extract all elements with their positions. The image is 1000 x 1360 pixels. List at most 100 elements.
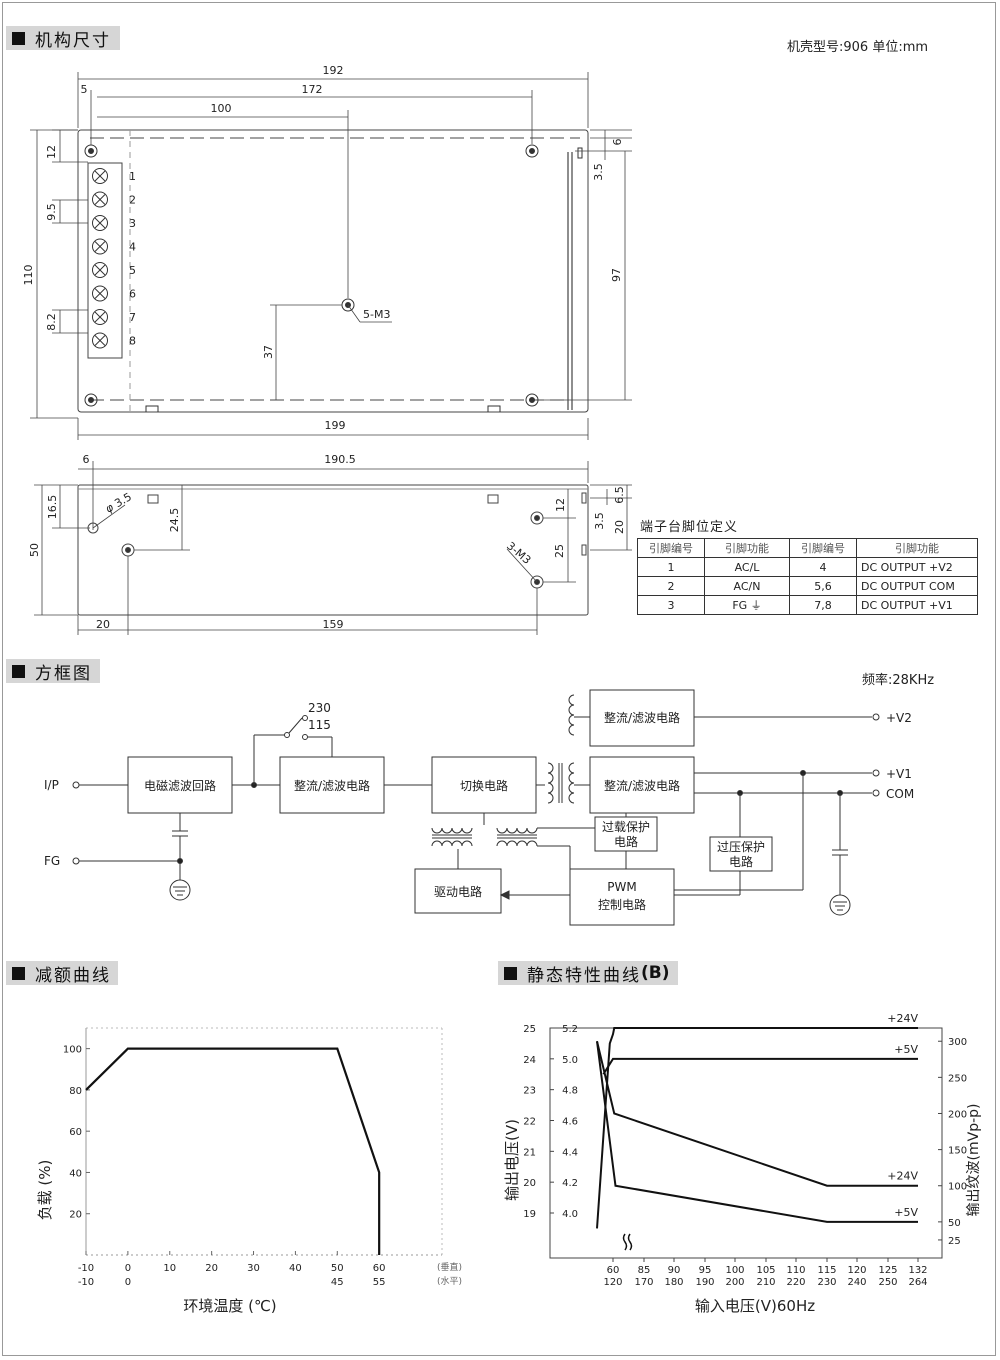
x-tick-label-bottom: 180 xyxy=(664,1277,683,1288)
terminal-slot xyxy=(94,264,106,276)
dim-5: 5 xyxy=(81,83,88,96)
output-com-label: COM xyxy=(886,787,914,801)
dim-diameter: φ 3.5 xyxy=(103,490,134,515)
pin-number-label: 6 xyxy=(129,288,136,301)
ovp-label-2: 电路 xyxy=(729,854,753,869)
ovp-box xyxy=(709,836,773,872)
input-terminal xyxy=(72,781,80,789)
y-tick-label-right: 25 xyxy=(948,1236,961,1247)
vert-tag: (垂直) xyxy=(437,1261,462,1273)
table-cell: 1 xyxy=(637,557,705,577)
x-tick-label: 120 xyxy=(847,1265,866,1276)
terminal-screw-icon xyxy=(92,191,108,208)
y-tick-label-right: 200 xyxy=(948,1109,967,1120)
table-cell: AC/L xyxy=(704,557,790,577)
x-tick-label-horizontal: 45 xyxy=(331,1277,344,1288)
y-tick-label-right: 50 xyxy=(948,1218,961,1229)
pin-number-label: 2 xyxy=(129,194,136,207)
terminal-block xyxy=(87,162,123,359)
x-tick-label-bottom: 220 xyxy=(786,1277,805,1288)
x-tick-label-horizontal: 55 xyxy=(373,1277,386,1288)
x-tick-label: 20 xyxy=(205,1263,218,1274)
fg-label: FG xyxy=(44,854,60,868)
y-tick-label-24v: 23 xyxy=(523,1086,536,1097)
table-header-row: 引脚编号 引脚功能 引脚编号 引脚功能 xyxy=(637,538,978,558)
y-tick-label-right: 300 xyxy=(948,1037,967,1048)
x-tick-label: 105 xyxy=(756,1265,775,1276)
x-tick-label: 10 xyxy=(163,1263,176,1274)
static-chart: 6012085170901809519010020010521011022011… xyxy=(503,1012,982,1315)
section-header-mechanical: 机构尺寸 xyxy=(6,26,120,51)
section-header-derating: 减额曲线 xyxy=(6,961,118,986)
table-cell: 5,6 xyxy=(789,576,857,596)
dim-192: 192 xyxy=(323,64,344,77)
axis-break-icon xyxy=(622,1233,633,1251)
freq-note: 频率:28KHz xyxy=(862,673,935,688)
y-tick-label-5v: 4.8 xyxy=(562,1086,578,1097)
output-v1-label: +V1 xyxy=(886,767,912,781)
pin-number-label: 5 xyxy=(129,264,136,277)
y-tick-label: 20 xyxy=(69,1210,82,1221)
y-tick-label-right: 250 xyxy=(948,1073,967,1084)
dim-8-2: 8.2 xyxy=(45,313,58,331)
pin-number-label: 3 xyxy=(129,217,136,230)
header-cell: 引脚功能 xyxy=(856,538,978,558)
y-tick-label-right: 150 xyxy=(948,1146,967,1157)
terminal-slot xyxy=(94,170,106,182)
derating-ylabel: 负载 (%) xyxy=(36,1160,54,1221)
y-tick-label: 80 xyxy=(69,1086,82,1097)
dim-16-5: 16.5 xyxy=(46,495,59,520)
fg-terminal xyxy=(72,857,80,865)
section-header-static: 静态特性曲线(B) xyxy=(498,961,678,986)
table-cell: 3 xyxy=(637,595,705,615)
drive-label: 驱动电路 xyxy=(434,884,482,899)
header-cell: 引脚编号 xyxy=(637,538,705,558)
switching-label: 切换电路 xyxy=(460,778,508,793)
output-v2-label: +V2 xyxy=(886,711,912,725)
y-tick-label-5v: 5.2 xyxy=(562,1024,578,1035)
pwm-label-2: 控制电路 xyxy=(598,897,646,912)
x-tick-label-bottom: 250 xyxy=(878,1277,897,1288)
x-tick-label-bottom: 120 xyxy=(603,1277,622,1288)
block-diagram: I/P FG 电磁滤波回路 整流/滤波电路 切换电路 整流/滤波电路 整流/滤波… xyxy=(44,689,914,926)
ovp-label: 过压保护 xyxy=(717,840,765,854)
table-cell: DC OUTPUT +V1 xyxy=(856,595,978,615)
series-line xyxy=(596,1040,918,1187)
terminal-screw-icon xyxy=(92,215,108,231)
static-ylabel-left: 输出电压(V) xyxy=(503,1119,521,1201)
terminal-slot xyxy=(94,288,106,299)
emi-label: 电磁滤波回路 xyxy=(144,778,216,793)
dim-20-bottom: 20 xyxy=(96,618,110,631)
pin-number-label: 1 xyxy=(129,170,136,183)
dim-12: 12 xyxy=(45,145,58,159)
x-tick-label: 50 xyxy=(331,1263,344,1274)
x-tick-label: 0 xyxy=(125,1263,131,1274)
dim-25: 25 xyxy=(553,544,566,558)
table-cell: FG ⏚ xyxy=(704,595,790,615)
dim-9-5: 9.5 xyxy=(45,203,58,221)
y-tick-label: 40 xyxy=(69,1168,82,1179)
side-view-outline xyxy=(77,484,589,616)
y-tick-label-24v: 24 xyxy=(523,1055,536,1066)
x-tick-label-bottom: 210 xyxy=(756,1277,775,1288)
dim-6: 6 xyxy=(611,139,624,146)
case-note: 机壳型号:906 单位:mm xyxy=(787,40,929,55)
pwm-box xyxy=(569,868,675,926)
terminal-screw-icon xyxy=(92,238,108,255)
terminal-screw-icon xyxy=(92,168,108,184)
dim-199: 199 xyxy=(325,419,346,432)
section-bullet-icon xyxy=(12,31,25,45)
pin-table: 引脚编号 引脚功能 引脚编号 引脚功能 1 AC/L 4 DC OUTPUT +… xyxy=(637,538,978,615)
section-bullet-icon xyxy=(504,966,517,980)
rectifier-v1-label: 整流/滤波电路 xyxy=(604,778,680,793)
table-row: 2 AC/N 5,6 DC OUTPUT COM xyxy=(637,576,978,596)
dim-3-5: 3.5 xyxy=(592,163,605,181)
terminal-slot xyxy=(94,194,106,205)
x-tick-label: 30 xyxy=(247,1263,260,1274)
dim-6: 6 xyxy=(83,453,90,466)
x-tick-label: 115 xyxy=(817,1265,836,1276)
x-tick-label-bottom: 190 xyxy=(695,1277,714,1288)
x-tick-label: 85 xyxy=(638,1265,651,1276)
